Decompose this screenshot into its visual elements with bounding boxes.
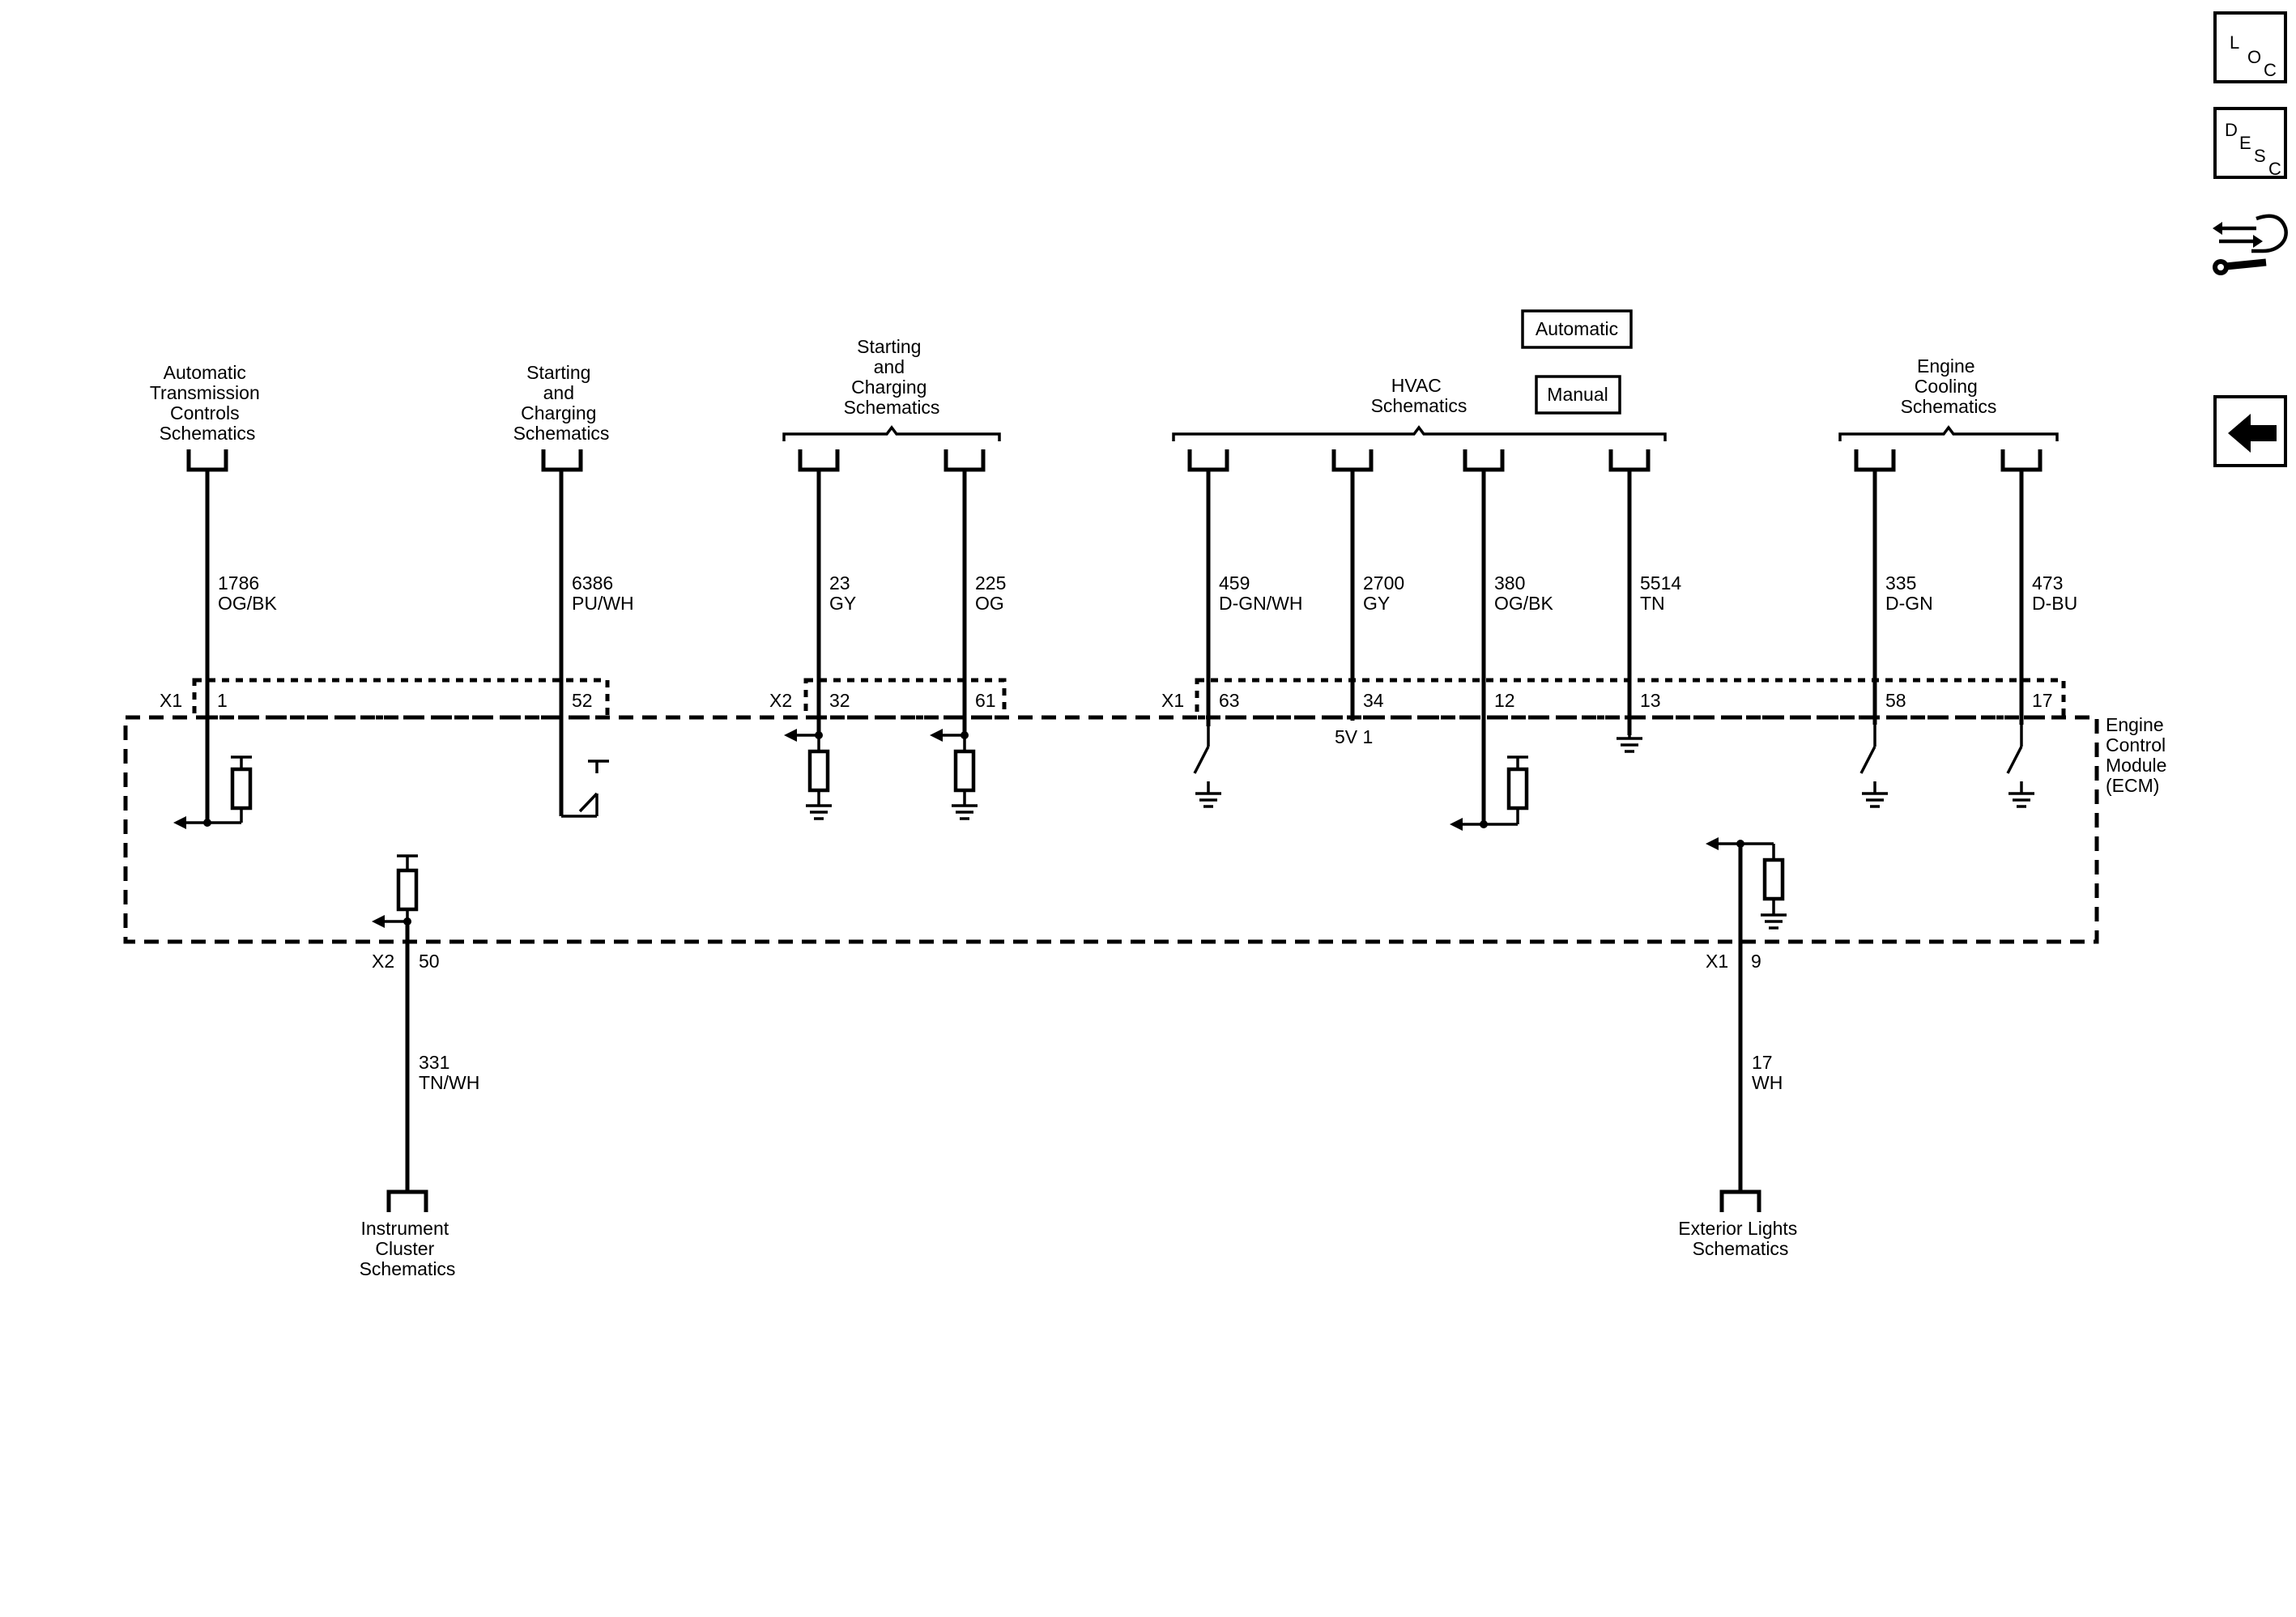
svg-text:D-GN: D-GN <box>1885 593 1933 614</box>
svg-text:O: O <box>2247 47 2261 67</box>
pin-labels: X1 1 52 X2 32 61 X1 63 34 12 13 58 17 X2… <box>160 690 2053 972</box>
svg-text:34: 34 <box>1363 690 1384 711</box>
svg-text:GY: GY <box>1363 593 1390 614</box>
svg-text:E: E <box>2239 133 2251 153</box>
svg-text:32: 32 <box>829 690 850 711</box>
svg-text:GY: GY <box>829 593 856 614</box>
svg-text:S: S <box>2254 146 2266 166</box>
svg-text:17: 17 <box>2032 690 2053 711</box>
circuit-labels: 1786 OG/BK 6386 PU/WH 23 GY 225 OG 459 D… <box>218 572 2077 1093</box>
svg-text:9: 9 <box>1751 951 1761 972</box>
svg-text:TN: TN <box>1640 593 1665 614</box>
ecm-outline <box>123 715 2099 944</box>
svg-text:X1: X1 <box>1706 951 1728 972</box>
ecm-switch-473 <box>2006 725 2034 808</box>
svg-text:225: 225 <box>975 572 1006 594</box>
svg-text:L: L <box>2230 32 2239 53</box>
terminal-cluster <box>386 1189 428 1212</box>
ecm-ground-5514 <box>1617 735 1642 753</box>
wires <box>205 470 2024 1192</box>
connector-x2-top <box>803 678 1007 720</box>
svg-text:5V 1: 5V 1 <box>1335 726 1373 747</box>
svg-text:63: 63 <box>1219 690 1240 711</box>
ecm-input-23 <box>784 729 832 820</box>
dest-starting-2[interactable]: Starting and Charging Schematics <box>844 336 940 418</box>
svg-text:C: C <box>2268 159 2281 179</box>
svg-text:D: D <box>2225 120 2238 140</box>
svg-text:50: 50 <box>419 951 440 972</box>
dest-exterior[interactable]: Exterior Lights Schematics <box>1678 1218 1802 1259</box>
svg-text:PU/WH: PU/WH <box>572 593 634 614</box>
svg-text:13: 13 <box>1640 690 1661 711</box>
svg-text:335: 335 <box>1885 572 1916 594</box>
loc-button[interactable]: L O C <box>2213 11 2287 83</box>
ecm-switch-335 <box>1859 725 1888 808</box>
svg-text:C: C <box>2264 60 2277 80</box>
dest-cooling[interactable]: Engine Cooling Schematics <box>1901 355 1997 417</box>
svg-text:2700: 2700 <box>1363 572 1404 594</box>
svg-text:OG: OG <box>975 593 1004 614</box>
ecm-input-225 <box>930 729 978 820</box>
ecm-switch-6386 <box>561 760 609 818</box>
svg-text:331: 331 <box>419 1052 449 1073</box>
svg-text:D-GN/WH: D-GN/WH <box>1219 593 1302 614</box>
bracket-starting-2 <box>782 425 1001 441</box>
svg-text:X1: X1 <box>160 690 182 711</box>
svg-text:1: 1 <box>217 690 228 711</box>
svg-text:12: 12 <box>1494 690 1515 711</box>
svg-text:OG/BK: OG/BK <box>1494 593 1554 614</box>
ecm-input-1786 <box>173 755 253 829</box>
dest-trans[interactable]: Automatic Transmission Controls Schemati… <box>150 362 265 444</box>
svg-text:473: 473 <box>2032 572 2063 594</box>
svg-text:Automatic: Automatic <box>1536 318 1618 339</box>
svg-text:TN/WH: TN/WH <box>419 1072 479 1093</box>
svg-text:380: 380 <box>1494 572 1525 594</box>
svg-text:OG/BK: OG/BK <box>218 593 278 614</box>
svg-text:6386: 6386 <box>572 572 613 594</box>
svg-text:X1: X1 <box>1161 690 1184 711</box>
desc-button[interactable]: D E S C <box>2213 107 2287 179</box>
svg-text:WH: WH <box>1752 1072 1783 1093</box>
dest-cluster[interactable]: Instrument Cluster Schematics <box>360 1218 456 1279</box>
dest-hvac[interactable]: HVAC Schematics <box>1371 375 1467 416</box>
svg-text:58: 58 <box>1885 690 1906 711</box>
module-label: Engine Control Module (ECM) <box>2106 714 2172 796</box>
svg-text:23: 23 <box>829 572 850 594</box>
svg-text:17: 17 <box>1752 1052 1773 1073</box>
svg-text:459: 459 <box>1219 572 1250 594</box>
option-automatic[interactable]: Automatic <box>1521 309 1633 349</box>
svg-text:D-BU: D-BU <box>2032 593 2077 614</box>
connector-repair-icon[interactable] <box>2209 201 2290 280</box>
bracket-cooling <box>1838 425 2059 441</box>
back-button[interactable] <box>2213 395 2287 467</box>
terminal-exterior <box>1719 1189 1761 1212</box>
svg-text:1786: 1786 <box>218 572 259 594</box>
svg-text:X2: X2 <box>769 690 792 711</box>
svg-text:61: 61 <box>975 690 996 711</box>
svg-text:X2: X2 <box>372 951 394 972</box>
ecm-input-380 <box>1450 755 1529 831</box>
ecm-input-331 <box>372 854 419 928</box>
ecm-input-17 <box>1706 837 1787 930</box>
ecm-switch-459 <box>1193 726 1221 808</box>
bracket-hvac <box>1172 425 1667 441</box>
svg-text:5514: 5514 <box>1640 572 1681 594</box>
svg-text:Manual: Manual <box>1547 384 1608 405</box>
back-arrow-icon <box>2228 414 2277 453</box>
dest-starting-1[interactable]: Starting and Charging Schematics <box>513 362 610 444</box>
top-terminals <box>186 449 2043 472</box>
svg-text:52: 52 <box>572 690 593 711</box>
connector-x1-left <box>192 678 610 720</box>
option-manual[interactable]: Manual <box>1535 375 1621 415</box>
